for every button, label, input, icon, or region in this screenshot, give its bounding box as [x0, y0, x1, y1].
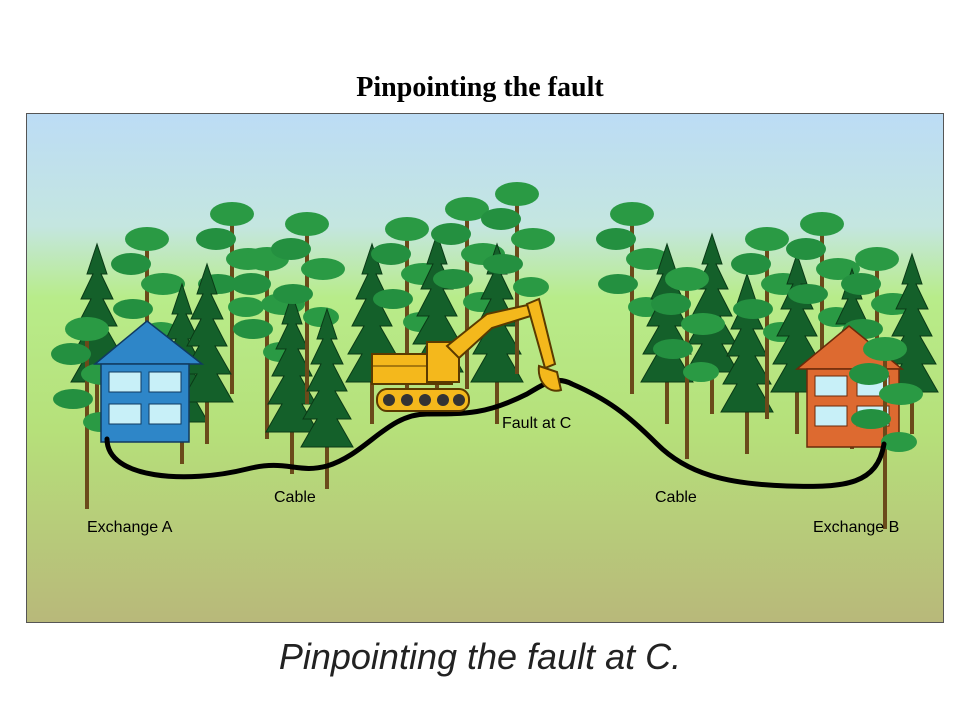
exchange-a-label: Exchange A	[87, 519, 173, 536]
page-title: Pinpointing the fault	[356, 72, 604, 103]
exchange-b-label: Exchange B	[813, 519, 899, 536]
exchange-b-building	[794, 325, 923, 529]
diagram-svg: Fault at C Cable Cable Exchange A Exchan…	[27, 114, 943, 622]
diagram-panel: Fault at C Cable Cable Exchange A Exchan…	[26, 113, 944, 623]
fault-label: Fault at C	[502, 415, 571, 432]
caption: Pinpointing the fault at C.	[278, 636, 682, 677]
cable-left-label: Cable	[274, 489, 316, 506]
excavator	[371, 297, 563, 412]
cable-right-label: Cable	[655, 489, 697, 506]
cable	[104, 377, 887, 489]
exchange-a-building	[92, 320, 205, 443]
